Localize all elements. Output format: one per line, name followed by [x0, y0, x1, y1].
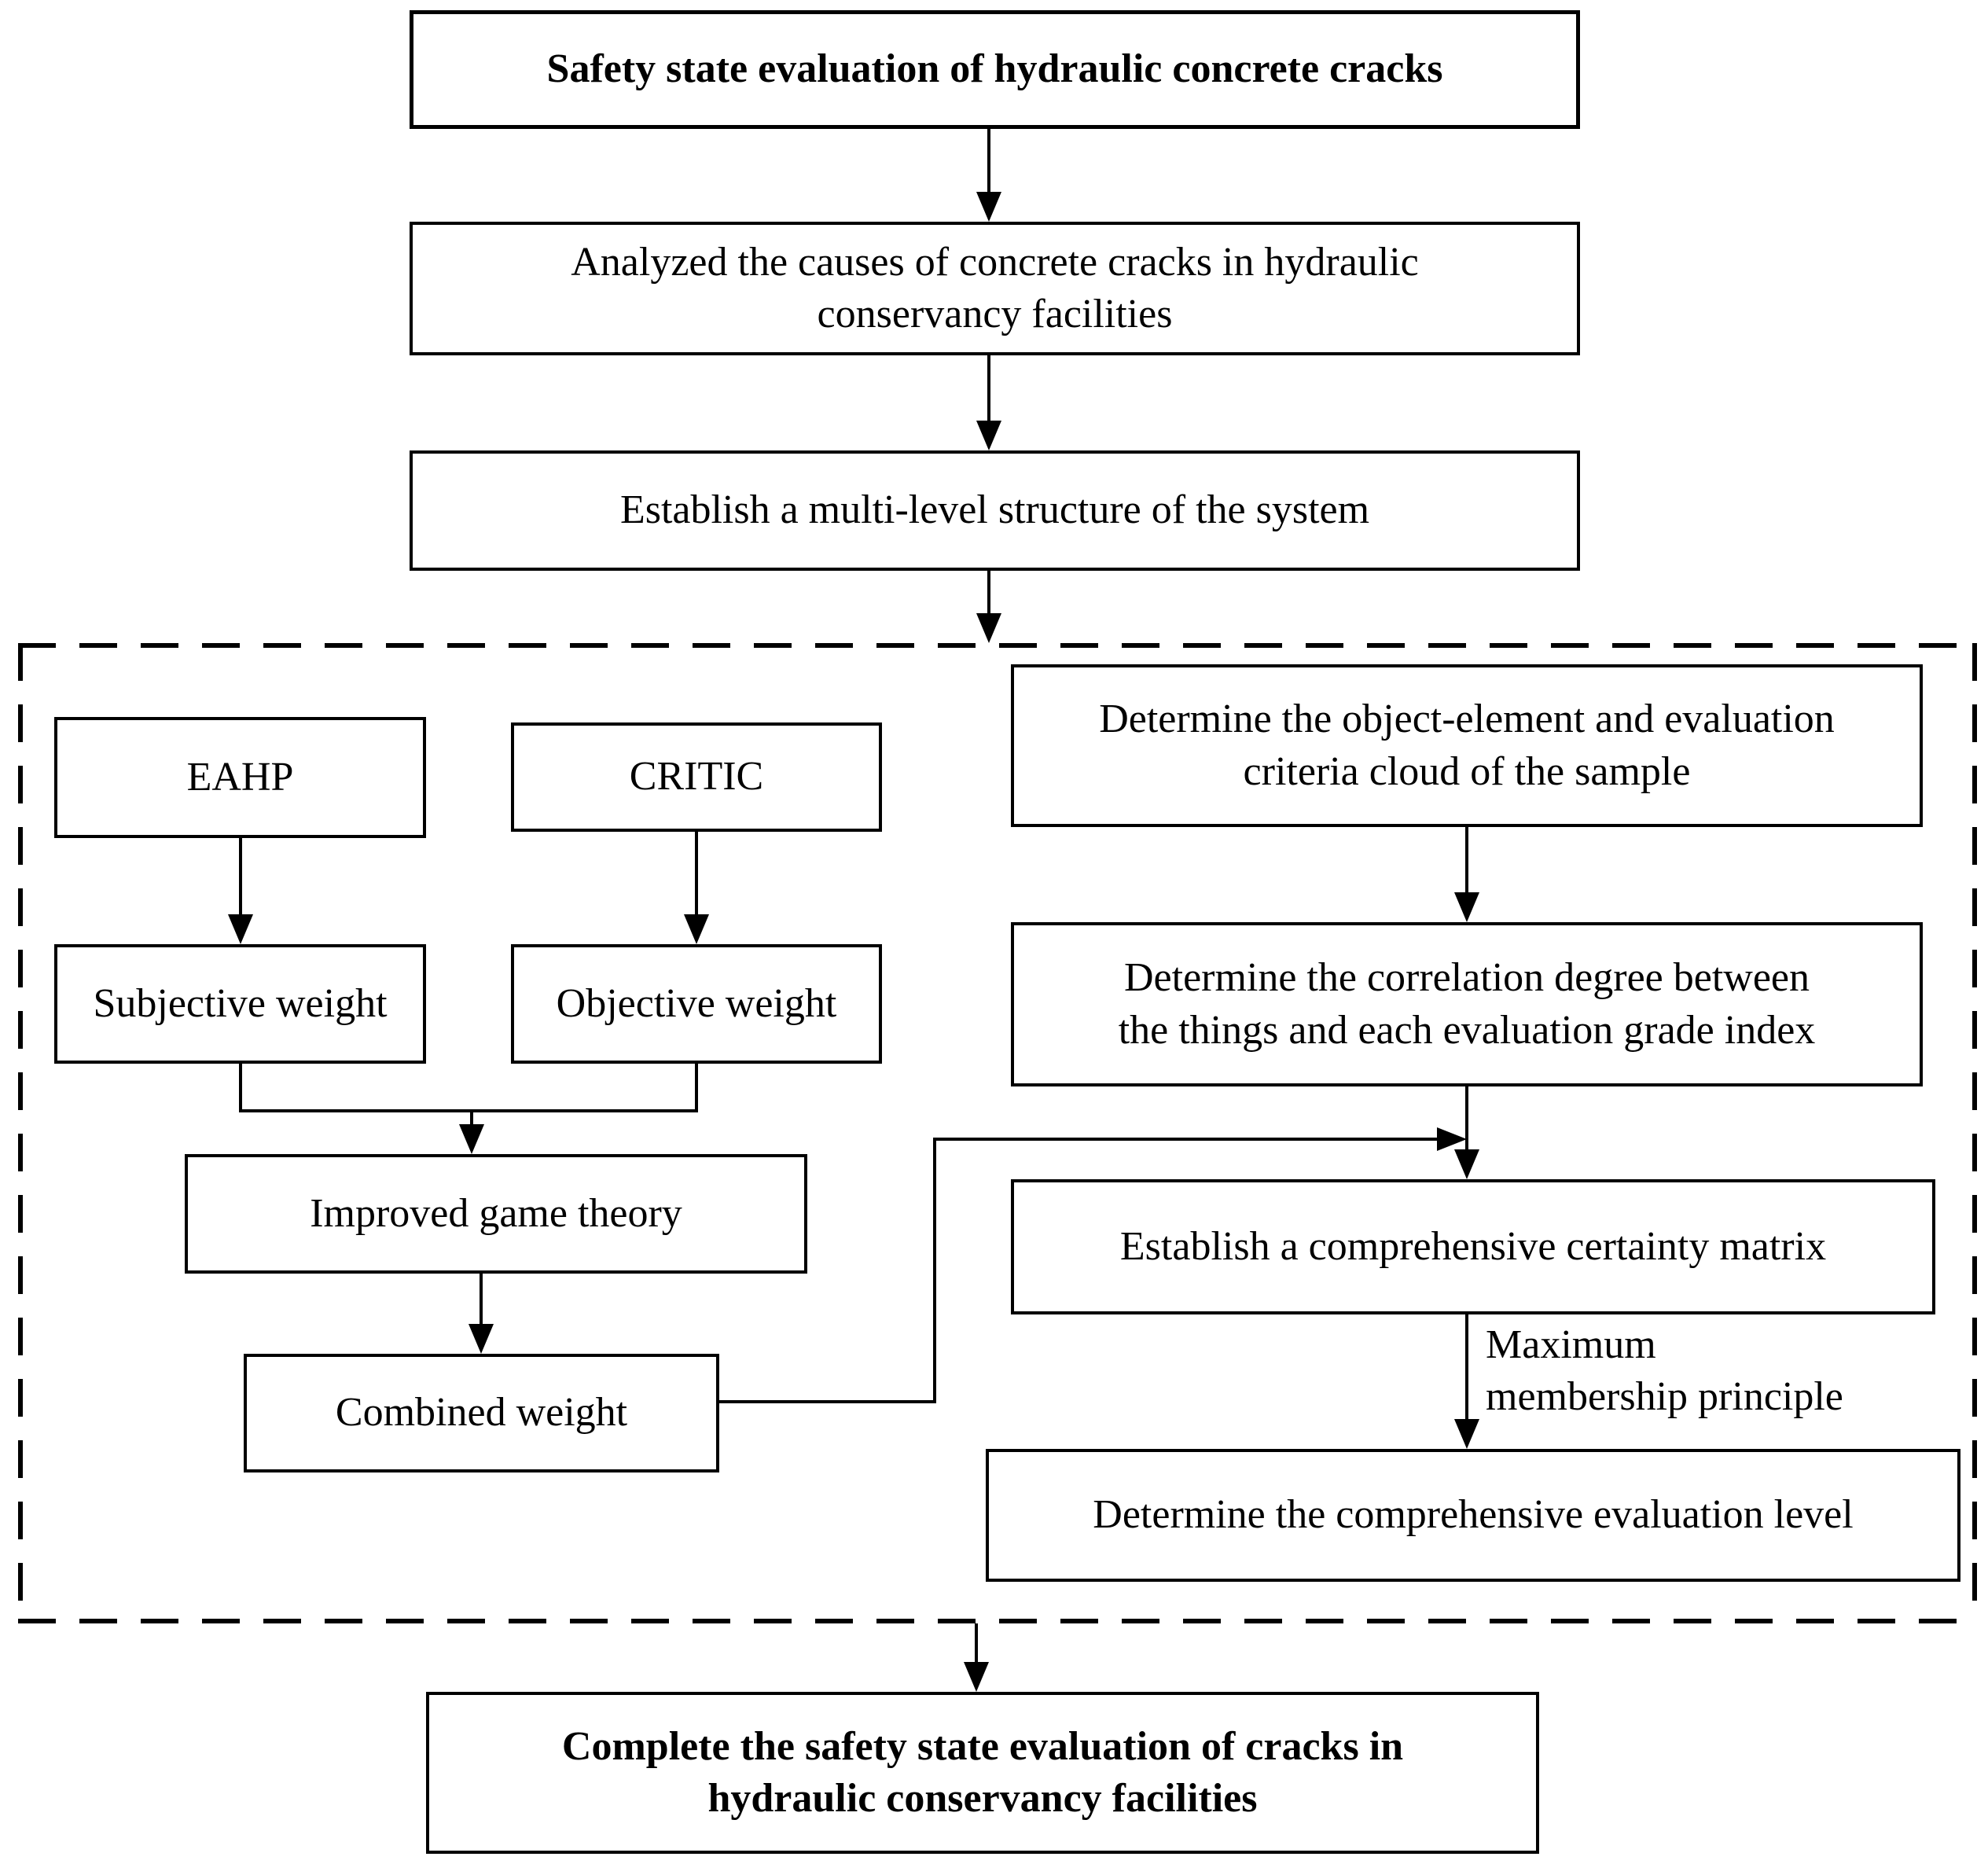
- arrow-line-eahp-to-subjective: [239, 838, 242, 916]
- node-certainty-matrix-label: Establish a comprehensive certainty matr…: [1119, 1223, 1827, 1269]
- arrowhead-combined-to-junction: [1437, 1127, 1467, 1151]
- node-combined-weight: Combined weight: [244, 1354, 719, 1472]
- arrowhead-correlation-to-matrix: [1454, 1149, 1479, 1179]
- arrowhead-analyze-to-structure: [976, 421, 1001, 450]
- arrow-line-cloud-to-correlation: [1465, 827, 1468, 894]
- arrow-line-matrix-to-level: [1465, 1314, 1468, 1421]
- arrow-line-combined-to-junction: [933, 1138, 1440, 1141]
- node-analyze-causes-label: Analyzed the causes of concrete cracks i…: [571, 239, 1419, 336]
- arrowhead-structure-to-dashed: [976, 613, 1001, 643]
- node-evaluation-level-label: Determine the comprehensive evaluation l…: [1093, 1492, 1854, 1538]
- node-improved-game-theory-label: Improved game theory: [310, 1190, 682, 1236]
- node-eahp-label: EAHP: [186, 754, 294, 800]
- arrowhead-cloud-to-correlation: [1454, 892, 1479, 922]
- connector-combined-right: [719, 1400, 936, 1403]
- node-objective-weight-label: Objective weight: [556, 980, 837, 1026]
- edge-label-maximum-membership: Maximum membership principle: [1486, 1322, 1843, 1420]
- node-subjective-weight: Subjective weight: [54, 944, 426, 1064]
- arrow-line-dashed-to-complete: [975, 1623, 978, 1665]
- arrow-line-correlation-to-matrix: [1465, 1086, 1468, 1151]
- node-evaluation-level: Determine the comprehensive evaluation l…: [986, 1449, 1960, 1582]
- arrowhead-critic-to-objective: [684, 914, 709, 944]
- node-safety-state-evaluation-label: Safety state evaluation of hydraulic con…: [546, 46, 1443, 92]
- arrowhead-merge-to-game: [459, 1124, 484, 1154]
- connector-combined-up: [933, 1138, 936, 1403]
- dashed-region-border-left: [18, 643, 23, 1623]
- node-critic-label: CRITIC: [629, 754, 764, 800]
- node-multi-level-structure-label: Establish a multi-level structure of the…: [619, 487, 1370, 533]
- node-analyze-causes: Analyzed the causes of concrete cracks i…: [410, 222, 1580, 355]
- dashed-region-border-bottom: [18, 1619, 1977, 1623]
- node-complete-evaluation-label: Complete the safety state evaluation of …: [561, 1723, 1404, 1821]
- connector-objective-down: [695, 1064, 698, 1112]
- node-complete-evaluation: Complete the safety state evaluation of …: [426, 1692, 1539, 1854]
- arrowhead-eahp-to-subjective: [228, 914, 253, 944]
- node-certainty-matrix: Establish a comprehensive certainty matr…: [1011, 1179, 1935, 1314]
- arrowhead-top-to-analyze: [976, 192, 1001, 222]
- dashed-region-border-right: [1972, 643, 1977, 1623]
- arrow-line-merge-to-game: [470, 1109, 473, 1127]
- connector-weights-merge: [239, 1109, 698, 1112]
- arrow-line-critic-to-objective: [695, 832, 698, 916]
- node-safety-state-evaluation: Safety state evaluation of hydraulic con…: [410, 10, 1580, 129]
- connector-subjective-down: [239, 1064, 242, 1112]
- node-object-element-cloud: Determine the object-element and evaluat…: [1011, 664, 1923, 827]
- arrowhead-dashed-to-complete: [964, 1662, 989, 1692]
- node-objective-weight: Objective weight: [511, 944, 882, 1064]
- node-correlation-degree-label: Determine the correlation degree between…: [1118, 955, 1816, 1053]
- dashed-region-border-top: [18, 643, 1977, 648]
- node-object-element-cloud-label: Determine the object-element and evaluat…: [1099, 697, 1835, 794]
- node-critic: CRITIC: [511, 722, 882, 832]
- arrow-line-game-to-combined: [480, 1274, 483, 1327]
- arrow-line-analyze-to-structure: [987, 355, 990, 424]
- node-improved-game-theory: Improved game theory: [185, 1154, 807, 1274]
- node-correlation-degree: Determine the correlation degree between…: [1011, 922, 1923, 1086]
- node-eahp: EAHP: [54, 717, 426, 838]
- arrowhead-matrix-to-level: [1454, 1419, 1479, 1449]
- node-multi-level-structure: Establish a multi-level structure of the…: [410, 450, 1580, 571]
- arrowhead-game-to-combined: [469, 1324, 494, 1354]
- arrow-line-structure-to-dashed: [987, 571, 990, 616]
- arrow-line-top-to-analyze: [987, 129, 990, 195]
- node-subjective-weight-label: Subjective weight: [93, 980, 388, 1026]
- node-combined-weight-label: Combined weight: [335, 1390, 628, 1436]
